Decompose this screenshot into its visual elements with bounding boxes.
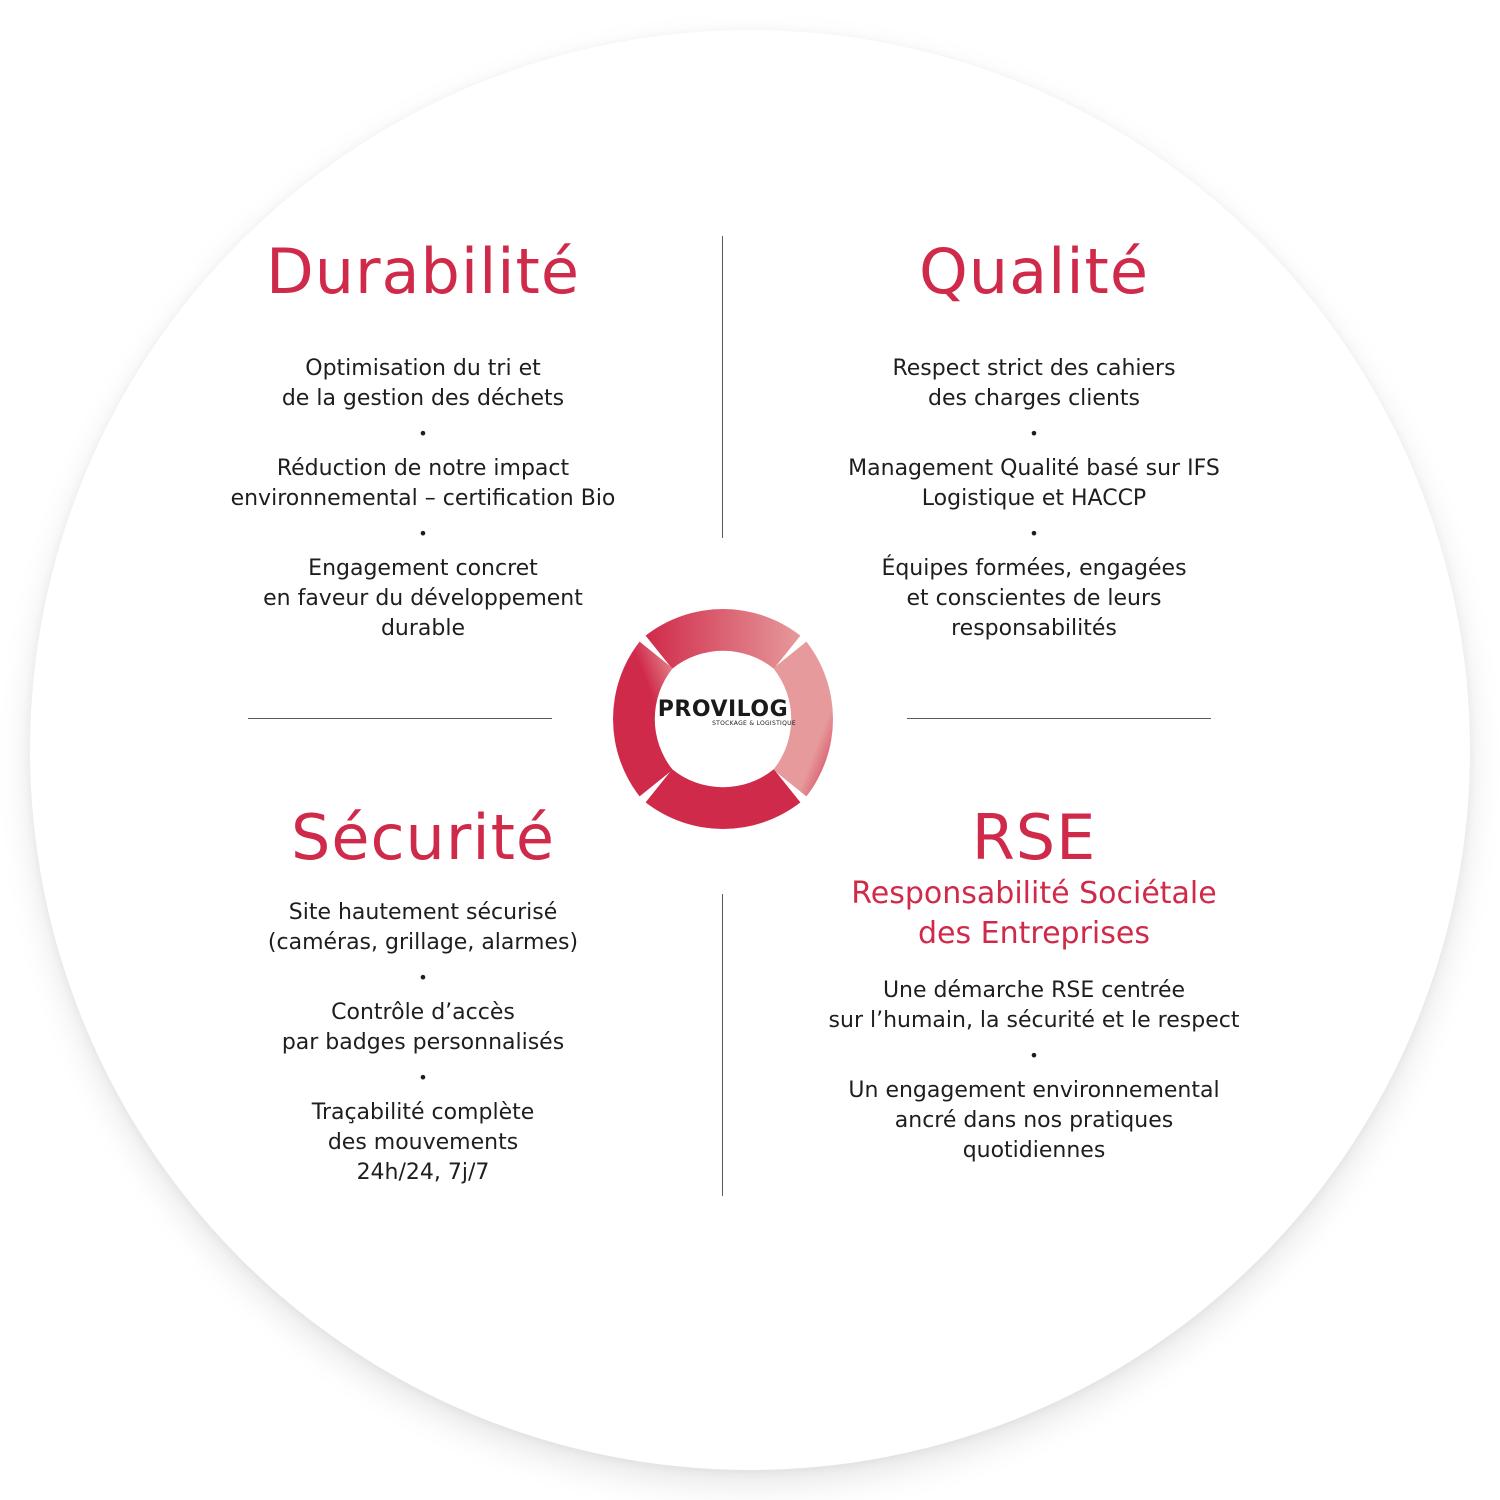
list-item: Traçabilité complète des mouvements 24h/… [311,1100,535,1185]
quadrant-title: RSE [971,801,1097,874]
item-list: Optimisation du tri et de la gestion des… [188,354,658,644]
bullet-separator: • [418,424,428,443]
quadrant-rse: RSE Responsabilité Sociétale des Entrepr… [799,802,1269,1166]
ring-segment-top [645,609,801,669]
lifebuoy-icon [613,609,833,829]
item-list: Site hautement sécurisé (caméras, grilla… [188,898,658,1188]
bullet-separator: • [1029,424,1039,443]
quadrant-qualite: Qualité Respect strict des cahiers des c… [799,236,1269,644]
quadrant-title: Sécurité [290,801,556,874]
list-item: Respect strict des cahiers des charges c… [892,356,1176,411]
bullet-separator: • [1029,524,1039,543]
bullet-separator: • [418,524,428,543]
bullet-separator: • [1029,1046,1039,1065]
ring-segment-bottom [645,769,801,829]
ring-segment-left [613,641,673,797]
quadrant-securite: Sécurité Site hautement sécurisé (caméra… [188,802,658,1188]
list-item: Engagement concret en faveur du développ… [263,556,583,641]
list-item: Management Qualité basé sur IFS Logistiq… [848,456,1220,511]
quadrant-title: Qualité [919,235,1149,308]
bullet-separator: • [418,968,428,987]
logo-tagline: STOCKAGE & LOGISTIQUE [712,720,796,727]
logo-wordmark: PROVILOG STOCKAGE & LOGISTIQUE [597,697,849,727]
background-circle [30,30,1470,1470]
list-item: Équipes formées, engagées et conscientes… [881,556,1187,641]
quadrant-title: Durabilité [265,235,580,308]
divider-horizontal-right [907,718,1211,719]
quadrant-subtitle: Responsabilité Sociétale des Entreprises [851,876,1217,951]
logo-brand: PROVILOG [657,697,789,722]
list-item: Une démarche RSE centrée sur l’humain, l… [828,978,1240,1033]
list-item: Site hautement sécurisé (caméras, grilla… [267,900,579,955]
divider-vertical-bottom [722,894,723,1196]
quadrant-durabilite: Durabilité Optimisation du tri et de la … [188,236,658,644]
list-item: Optimisation du tri et de la gestion des… [281,356,565,411]
list-item: Contrôle d’accès par badges personnalisé… [281,1000,565,1055]
bullet-separator: • [418,1068,428,1087]
provilog-logo: PROVILOG STOCKAGE & LOGISTIQUE [597,593,849,845]
divider-vertical-top [722,236,723,538]
list-item: Réduction de notre impact environnementa… [230,456,616,511]
item-list: Respect strict des cahiers des charges c… [799,354,1269,644]
ring-segment-right [773,641,833,797]
divider-horizontal-left [248,718,552,719]
item-list: Une démarche RSE centrée sur l’humain, l… [799,976,1269,1166]
list-item: Un engagement environnemental ancré dans… [848,1078,1220,1163]
